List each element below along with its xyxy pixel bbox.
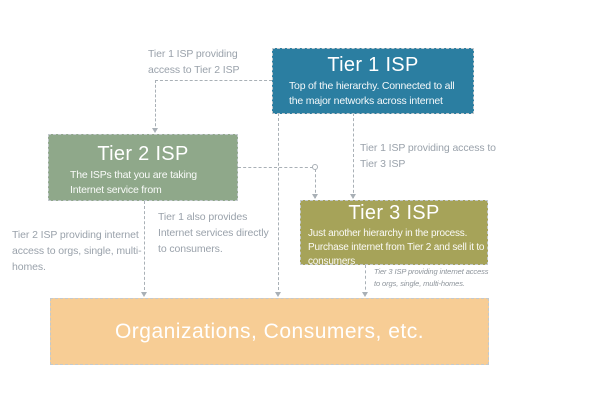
tier2-title: Tier 2 ISP xyxy=(97,143,189,165)
connector-tier1-to-consumers xyxy=(278,113,279,295)
arrow-down-icon xyxy=(312,194,318,199)
connector-tier2-to-tier3-vertical xyxy=(315,169,316,198)
tier3-description: Just another hierarchy in the process. P… xyxy=(308,228,485,265)
connector-tier3-to-consumers xyxy=(365,265,366,295)
arrow-down-icon xyxy=(152,128,158,133)
tier2-description: The ISPs that you are taking Internet se… xyxy=(70,169,197,196)
annotation-tier1-to-tier2: Tier 1 ISP providing access to Tier 2 IS… xyxy=(148,48,240,76)
tier2-isp-box: Tier 2 ISP The ISPs that you are taking … xyxy=(48,134,238,201)
tier3-isp-box: Tier 3 ISP Just another hierarchy in the… xyxy=(300,200,488,265)
consumers-box: Organizations, Consumers, etc. xyxy=(50,298,489,365)
connector-tier1-to-tier3 xyxy=(353,113,354,198)
connector-tier1-to-tier2-vertical xyxy=(155,80,156,131)
connector-tier2-to-tier3-horizontal xyxy=(238,167,313,168)
arrow-down-icon xyxy=(275,292,281,297)
consumers-title: Organizations, Consumers, etc. xyxy=(114,319,425,343)
tier3-title: Tier 3 ISP xyxy=(348,202,440,224)
annotation-tier1-direct: Tier 1 also provides Internet services d… xyxy=(158,211,269,255)
arrow-down-icon xyxy=(362,292,368,297)
connector-tier2-to-consumers xyxy=(144,201,145,295)
tier1-description: Top of the hierarchy. Connected to all t… xyxy=(289,80,455,107)
arrow-down-icon xyxy=(350,194,356,199)
connector-tier1-to-tier2-horizontal xyxy=(155,80,272,81)
annotation-tier2-to-consumers: Tier 2 ISP providing internet access to … xyxy=(12,229,142,273)
tier1-title: Tier 1 ISP xyxy=(327,54,419,76)
annotation-tier3-to-consumers: Tier 3 ISP providing internet access to … xyxy=(374,267,489,288)
tier1-isp-box: Tier 1 ISP Top of the hierarchy. Connect… xyxy=(272,48,474,114)
annotation-tier1-to-tier3: Tier 1 ISP providing access to Tier 3 IS… xyxy=(360,142,496,170)
arrow-down-icon xyxy=(141,292,147,297)
